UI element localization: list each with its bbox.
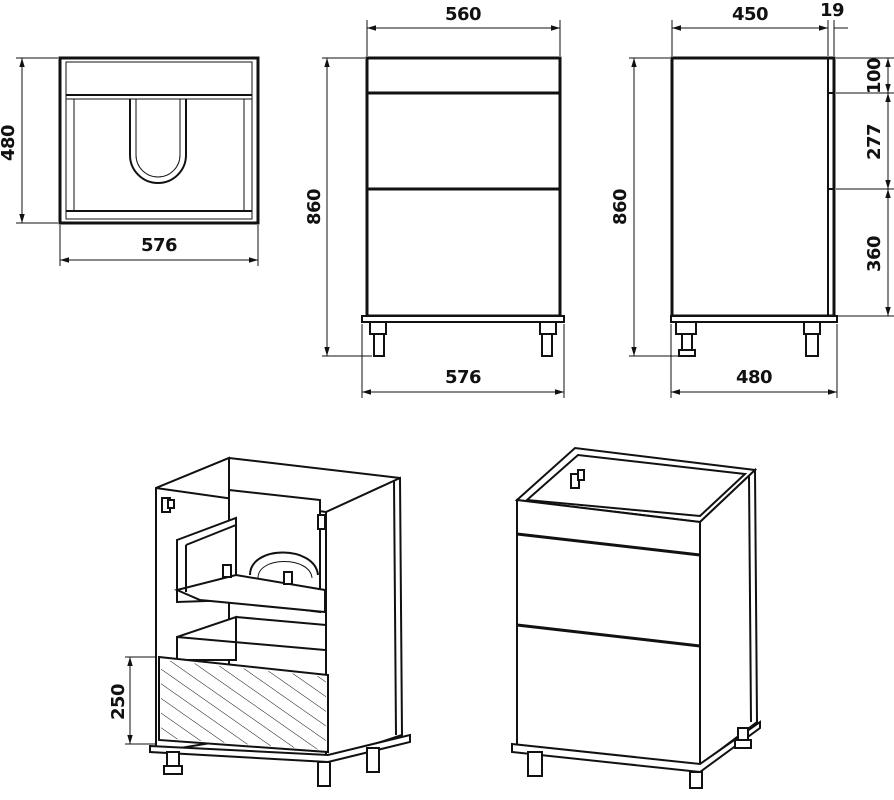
drawer-top-height-label: 100 [864,58,885,94]
side-panel-offset-label: 19 [820,0,844,21]
side-view: 450 19 860 480 100 277 360 [610,0,894,398]
iso-open-view: 250 [108,456,411,787]
front-bottom-width-label: 576 [445,367,481,388]
drawer-middle-height-label: 277 [864,124,885,160]
top-depth-label: 480 [0,125,19,161]
iso-inner-height-label: 250 [108,684,129,720]
side-top-depth-label: 450 [732,4,768,25]
front-height-label: 860 [304,189,325,225]
front-top-width-label: 560 [445,4,481,25]
top-width-label: 576 [141,235,177,256]
side-height-label: 860 [610,189,631,225]
iso-closed-view [511,446,761,789]
top-view: 576 480 [0,56,260,266]
front-view: 560 860 576 [304,4,565,398]
side-bottom-depth-label: 480 [736,367,772,388]
drawer-bottom-height-label: 360 [864,236,885,272]
